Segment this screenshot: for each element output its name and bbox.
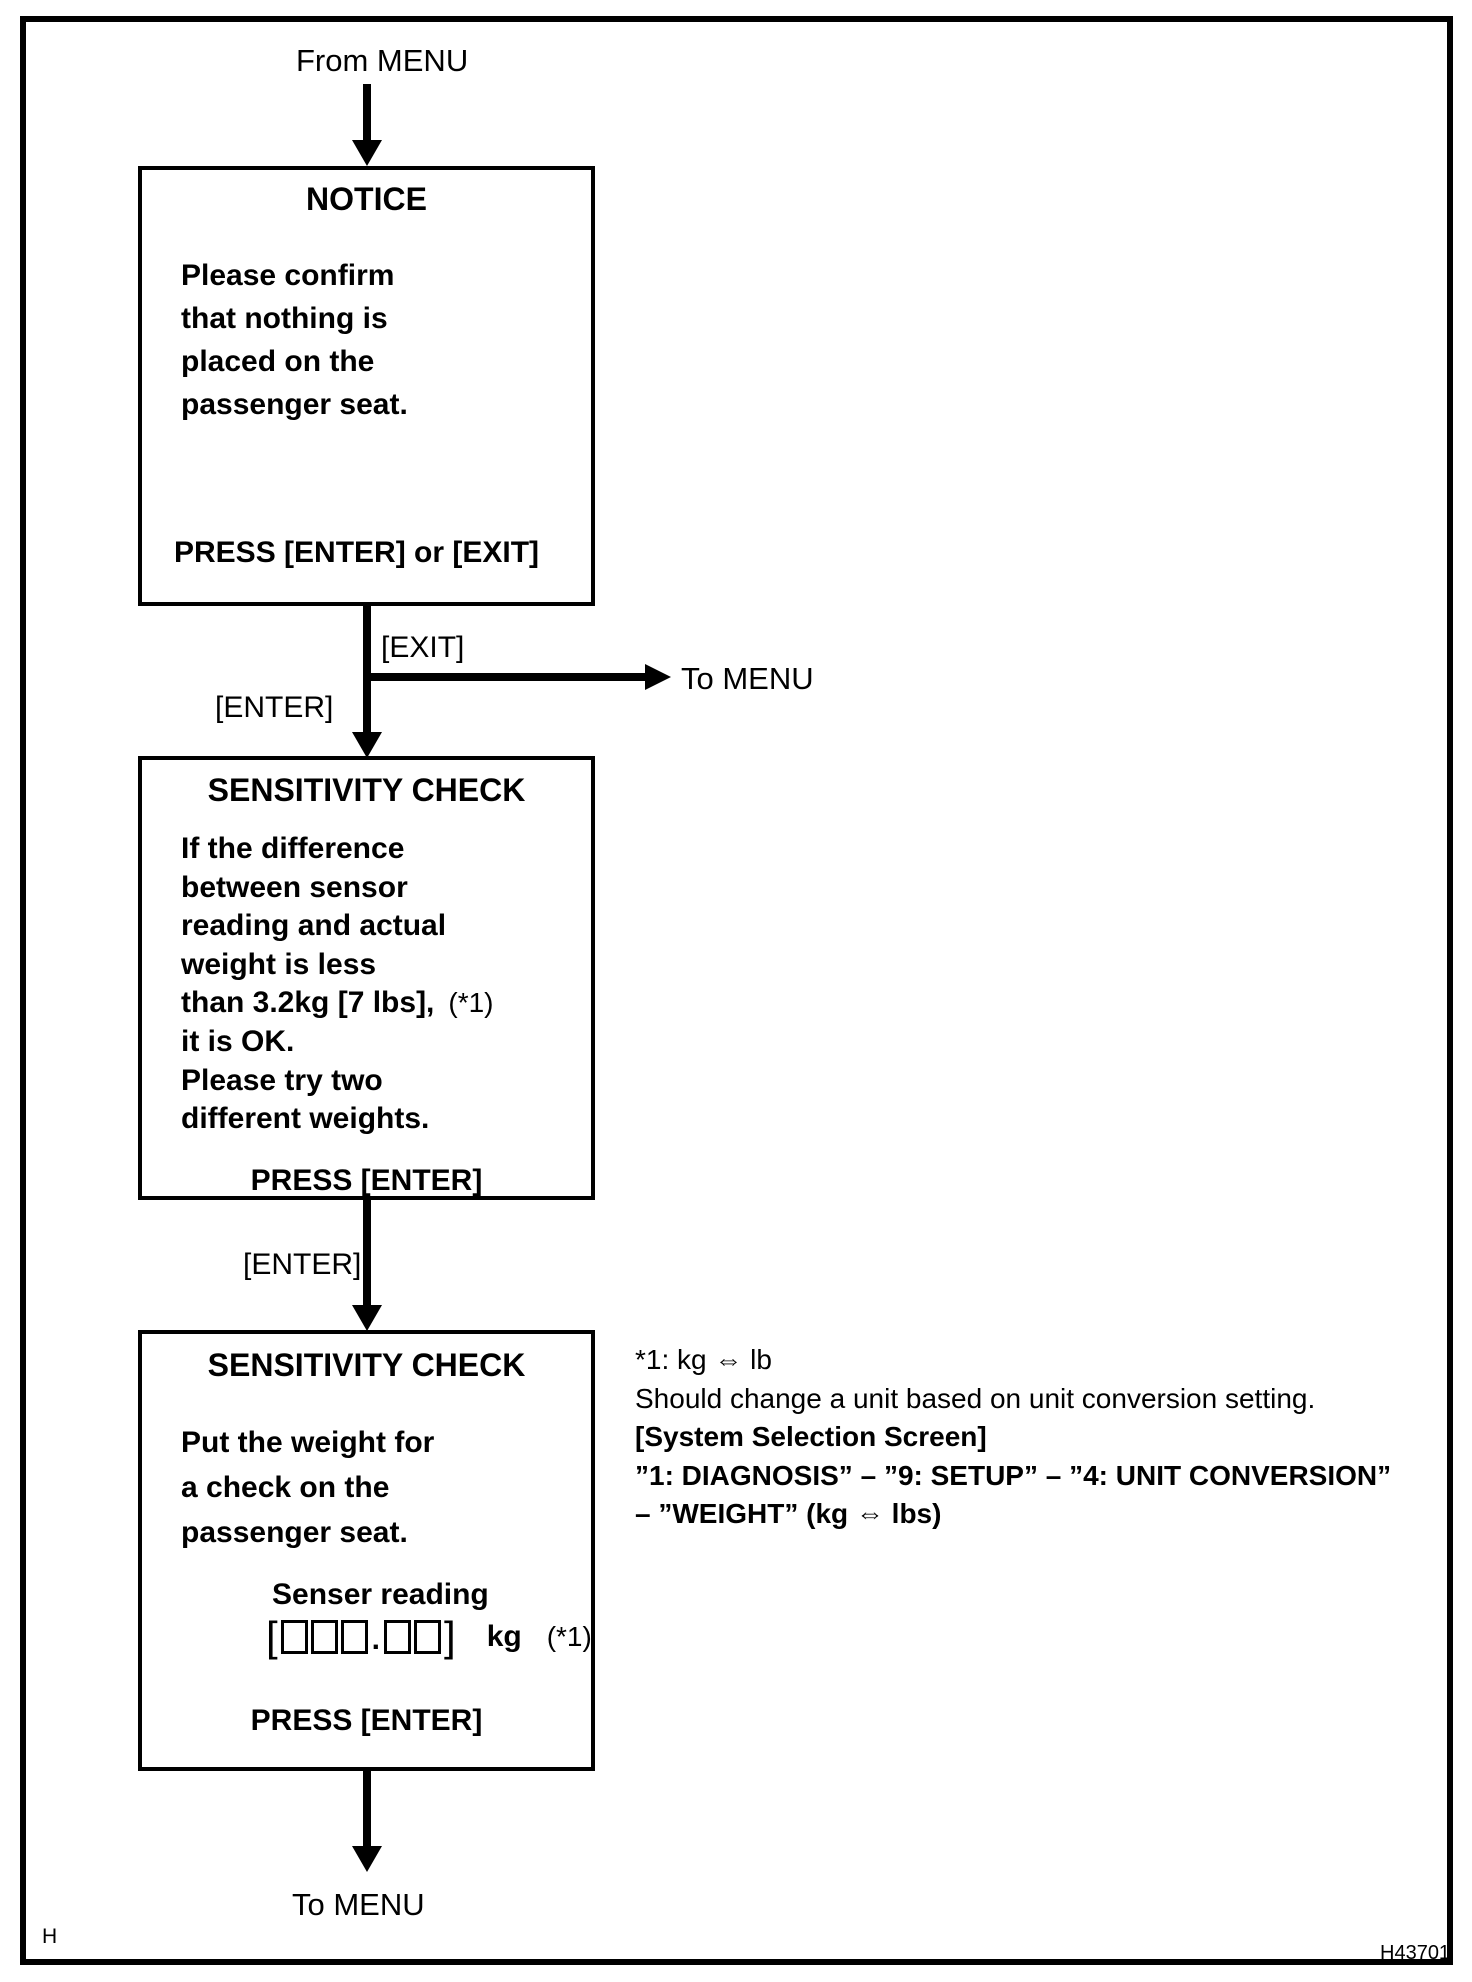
close-bracket: ] [444,1613,456,1660]
page-letter: H [42,1925,58,1948]
decimal-point: . [371,1623,381,1656]
sensitivity-1-body-line: it is OK. [181,1024,295,1058]
sensitivity-box-1-footer: PRESS [ENTER] [250,1164,483,1197]
exit-edge-label: [EXIT] [381,631,465,664]
sensitivity-box-2-title: SENSITIVITY CHECK [207,1347,526,1383]
digit-box [414,1620,442,1654]
notice-box-body: Please confirm that nothing is placed on… [181,254,408,426]
sensitivity-box-1-body: If the difference between sensor reading… [181,830,494,1139]
digit-box [280,1620,308,1654]
sensitivity-box-2-body: Put the weight for a check on the passen… [181,1420,434,1555]
down-arrowhead-icon [352,732,382,758]
sensor-reading-display: [ . ] kg (*1) [266,1613,592,1660]
notice-body-line: passenger seat. [181,388,408,421]
notice-body-line: that nothing is [181,302,388,335]
down-arrowhead-icon [352,1305,382,1331]
down-arrowhead-icon [352,1846,382,1872]
sensitivity-1-body-line: different weights. [181,1102,430,1136]
to-menu-branch-label: To MENU [681,661,814,696]
notice-box-title: NOTICE [306,181,427,217]
flow-line-notice-down [363,606,371,733]
footnote-line-4: ”1: DIAGNOSIS” – ”9: SETUP” – ”4: UNIT C… [635,1459,1392,1491]
notice-box: NOTICE Please confirm that nothing is pl… [138,166,595,606]
threshold-text: than 3.2kg [7 lbs], [181,986,435,1020]
sensitivity-check-box-1: SENSITIVITY CHECK If the difference betw… [138,756,595,1200]
sensitivity-1-body-line: weight is less [181,947,377,981]
sensitivity-box-1-title: SENSITIVITY CHECK [207,772,526,808]
sensitivity-1-body-line: between sensor [181,870,408,904]
sensitivity-1-body-line: reading and actual [181,909,447,943]
to-menu-bottom-label: To MENU [292,1887,425,1922]
sensitivity-1-body-line-with-note: than 3.2kg [7 lbs], (*1) [181,984,494,1023]
footnote-block: *1: kg ⇔ lb Should change a unit based o… [635,1341,1391,1534]
from-menu-label: From MENU [296,43,469,78]
footnote-line-3: [System Selection Screen] [635,1421,987,1452]
flow-line-box1-box2 [363,1200,371,1306]
open-bracket: [ [266,1613,278,1660]
enter-edge-label-1: [ENTER] [215,691,334,724]
sensitivity-1-body-line: Please try two [181,1063,383,1097]
footnote-ref-2: (*1) [546,1621,592,1652]
notice-body-line: placed on the [181,345,375,378]
digit-box [310,1620,338,1654]
notice-box-footer: PRESS [ENTER] or [EXIT] [174,536,540,569]
enter-edge-label-2: [ENTER] [243,1248,362,1281]
footnote-line-2: Should change a unit based on unit conve… [635,1382,1316,1414]
sensor-reading-label: Senser reading [272,1578,489,1611]
notice-body-line: Please confirm [181,259,395,292]
flow-line-exit-branch [367,673,645,681]
figure-code: H43701 [1380,1942,1451,1964]
footnote-line-5: – ”WEIGHT” (kg ⇔ lbs) [635,1498,942,1529]
digit-box [340,1620,368,1654]
sensitivity-2-body-line: a check on the [181,1471,390,1504]
sensitivity-2-body-line: passenger seat. [181,1516,408,1549]
sensitivity-1-body-line: If the difference [181,832,405,865]
footnote-line-1: *1: kg ⇔ lb [635,1344,772,1375]
footnote-ref-1: (*1) [448,987,494,1019]
page-border [20,16,1453,1965]
sensitivity-check-box-2: SENSITIVITY CHECK Put the weight for a c… [138,1330,595,1771]
sensitivity-2-body-line: Put the weight for [181,1426,435,1459]
sensitivity-box-2-footer: PRESS [ENTER] [250,1704,483,1737]
flow-line-from-menu [363,84,371,141]
digit-box [384,1620,412,1654]
unit-label: kg [486,1620,522,1653]
right-arrowhead-icon [645,664,671,690]
flow-line-box2-menu [363,1771,371,1847]
down-arrowhead-icon [352,140,382,166]
